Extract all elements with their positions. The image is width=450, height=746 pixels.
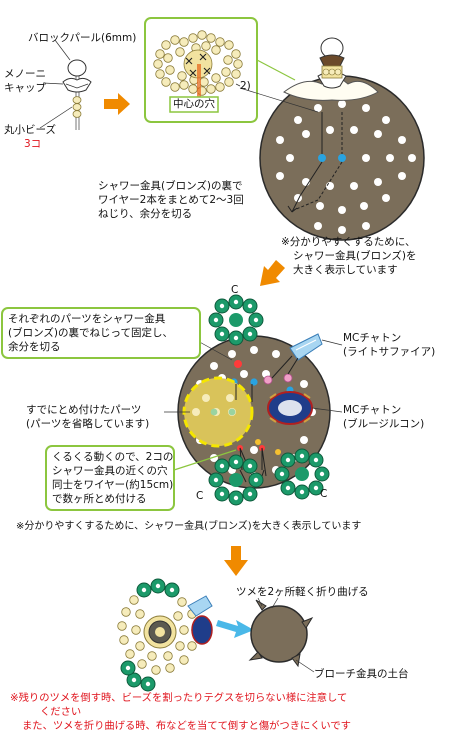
warning-line3: また、ツメを折り曲げる時、布などを当てて倒すと傷がつきにくいです	[22, 720, 351, 732]
menorca-cap-label-line2: キャップ	[4, 82, 46, 94]
menorca-cap-label-line1: メノーニ	[4, 68, 46, 80]
twist-note-line1: それぞれのパーツをシャワー金具	[8, 313, 166, 325]
step2-leader-lines	[164, 339, 343, 413]
green-flower-bottom-left	[208, 454, 264, 506]
step-arrow-down	[224, 546, 248, 576]
twist-note-box	[1, 307, 201, 359]
shower-plate-1	[239, 37, 425, 241]
round-beads-qty: 3コ	[24, 138, 42, 150]
enlarged-note-line1: ※分かりやすくするために、	[281, 236, 416, 248]
mc-chaton-zircon-color: (ブルージルコン)	[343, 418, 425, 430]
finished-motif	[117, 578, 213, 692]
wobble-note-line4: で数ヶ所とめ付ける	[52, 493, 147, 505]
brooch-base	[248, 597, 315, 673]
green-flower-bottom-right	[274, 448, 330, 500]
wobble-note-line3: 同士をワイヤー(約15cm)	[52, 479, 174, 491]
mc-chaton-sapphire-label: MCチャトン	[343, 332, 402, 344]
round-beads-label: 丸小ビーズ	[4, 124, 56, 136]
center-hole-label-box	[169, 96, 219, 113]
twist-note-line3: 余分を切る	[8, 341, 61, 353]
claw-bend-note: ツメを2ヶ所軽く折り曲げる	[236, 586, 369, 598]
enlarged-note-line2: シャワー金具(ブロンズ)を	[293, 250, 417, 262]
twist-note-line2: (ブロンズ)の裏でねじって固定し、	[8, 327, 173, 339]
mc-chaton-zircon-label: MCチャトン	[343, 404, 402, 416]
shower-note-line1: シャワー金具(ブロンズ)の裏で	[98, 180, 243, 192]
wobble-note-line2: シャワー金具の近くの穴	[52, 465, 168, 477]
step-arrow-right	[104, 93, 130, 115]
enlarged-note-line3: 大きく表示しています	[293, 264, 398, 276]
center-hole-label: 中心の穴	[173, 98, 215, 110]
warning-line1: ※残りのツメを倒す時、ビーズを割ったりテグスを切らない様に注意して	[10, 692, 348, 704]
shower-note-line2: ワイヤー2本をまとめて2〜3回	[98, 194, 244, 206]
attached-parts-line1: すでにとめ付けたパーツ	[26, 404, 142, 416]
label-c-bottom-right: C	[320, 488, 328, 500]
bead-flower-detail	[153, 30, 243, 98]
green-flower-top	[208, 294, 264, 346]
pearl-assembly-small	[39, 39, 92, 130]
brooch-base-label: ブローチ金具の土台	[314, 668, 409, 680]
label-c-bottom-left: C	[196, 490, 204, 502]
shower-plate-2	[177, 335, 331, 489]
label-c-top: C	[231, 284, 239, 296]
placement-arrow	[216, 620, 254, 638]
step-arrow-down-left	[260, 260, 285, 286]
warning-line2: ください	[40, 706, 82, 718]
wobble-note-box	[45, 445, 175, 511]
attached-parts-line2: (パーツを省略しています)	[26, 418, 150, 430]
callout-number: 2)	[240, 80, 251, 92]
enlarged-note-full: ※分かりやすくするために、シャワー金具(ブロンズ)を大きく表示しています	[16, 521, 362, 532]
wobble-note-line1: くるくる動くので、2コの	[52, 451, 174, 463]
light-sapphire-chaton	[271, 333, 323, 379]
mc-chaton-sapphire-color: (ライトサファイア)	[343, 346, 436, 358]
baroque-pearl-label: バロックパール(6mm)	[28, 32, 137, 44]
shower-note-line3: ねじり、余分を切る	[98, 208, 193, 220]
